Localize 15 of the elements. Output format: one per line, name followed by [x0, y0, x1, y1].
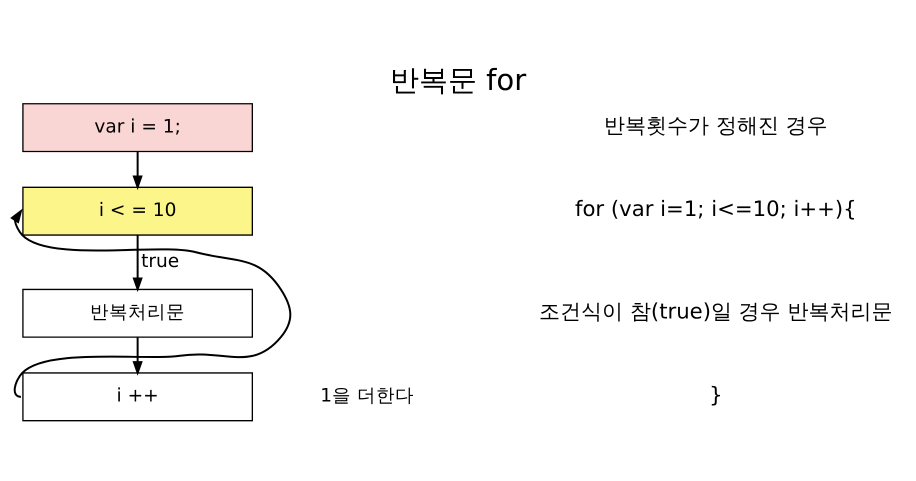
label: } — [709, 382, 723, 408]
label: for (var i=1; i<=10; i++){ — [575, 196, 857, 222]
node-label: 1을 더한다 — [320, 385, 414, 406]
label: 반복횟수가 정해진 경우 — [604, 113, 828, 138]
edge-label: true — [141, 250, 180, 272]
node-box: i ++ — [22, 372, 253, 421]
arrow — [132, 151, 143, 190]
diagram-title: 반복문 for — [390, 62, 526, 96]
node-box: 반복처리문 — [22, 288, 253, 338]
node-box: var i = 1; — [22, 102, 253, 152]
arrow — [132, 337, 143, 376]
label: 조건식이 참(true)일 경우 반복처리문 — [539, 298, 892, 324]
arrow — [10, 208, 292, 398]
arrow — [132, 234, 143, 292]
node-box: i < = 10 — [22, 186, 253, 236]
